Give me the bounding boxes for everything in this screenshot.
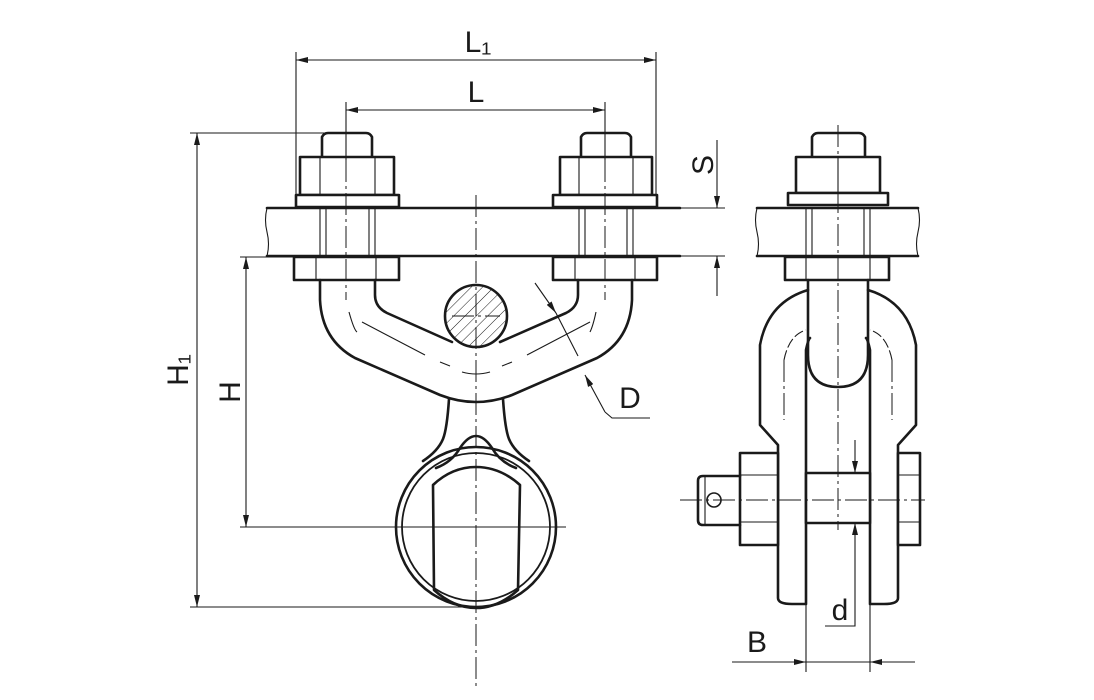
side-dimensions: S d B [680, 140, 915, 672]
label-h1: H₁ [162, 354, 195, 386]
label-d-pin: d [832, 594, 849, 627]
clevis [696, 278, 922, 606]
label-l: L [468, 76, 485, 109]
mounting-plate [264, 206, 682, 258]
side-view [680, 125, 925, 606]
label-b: B [747, 626, 767, 659]
front-dimensions: L₁ L H₁ H D [162, 26, 657, 608]
right-bolt [551, 131, 659, 282]
side-bolt [783, 131, 891, 282]
label-d-conductor: D [619, 382, 641, 415]
label-l1: L₁ [465, 26, 492, 59]
label-h: H [214, 381, 247, 403]
label-s: S [687, 155, 720, 175]
